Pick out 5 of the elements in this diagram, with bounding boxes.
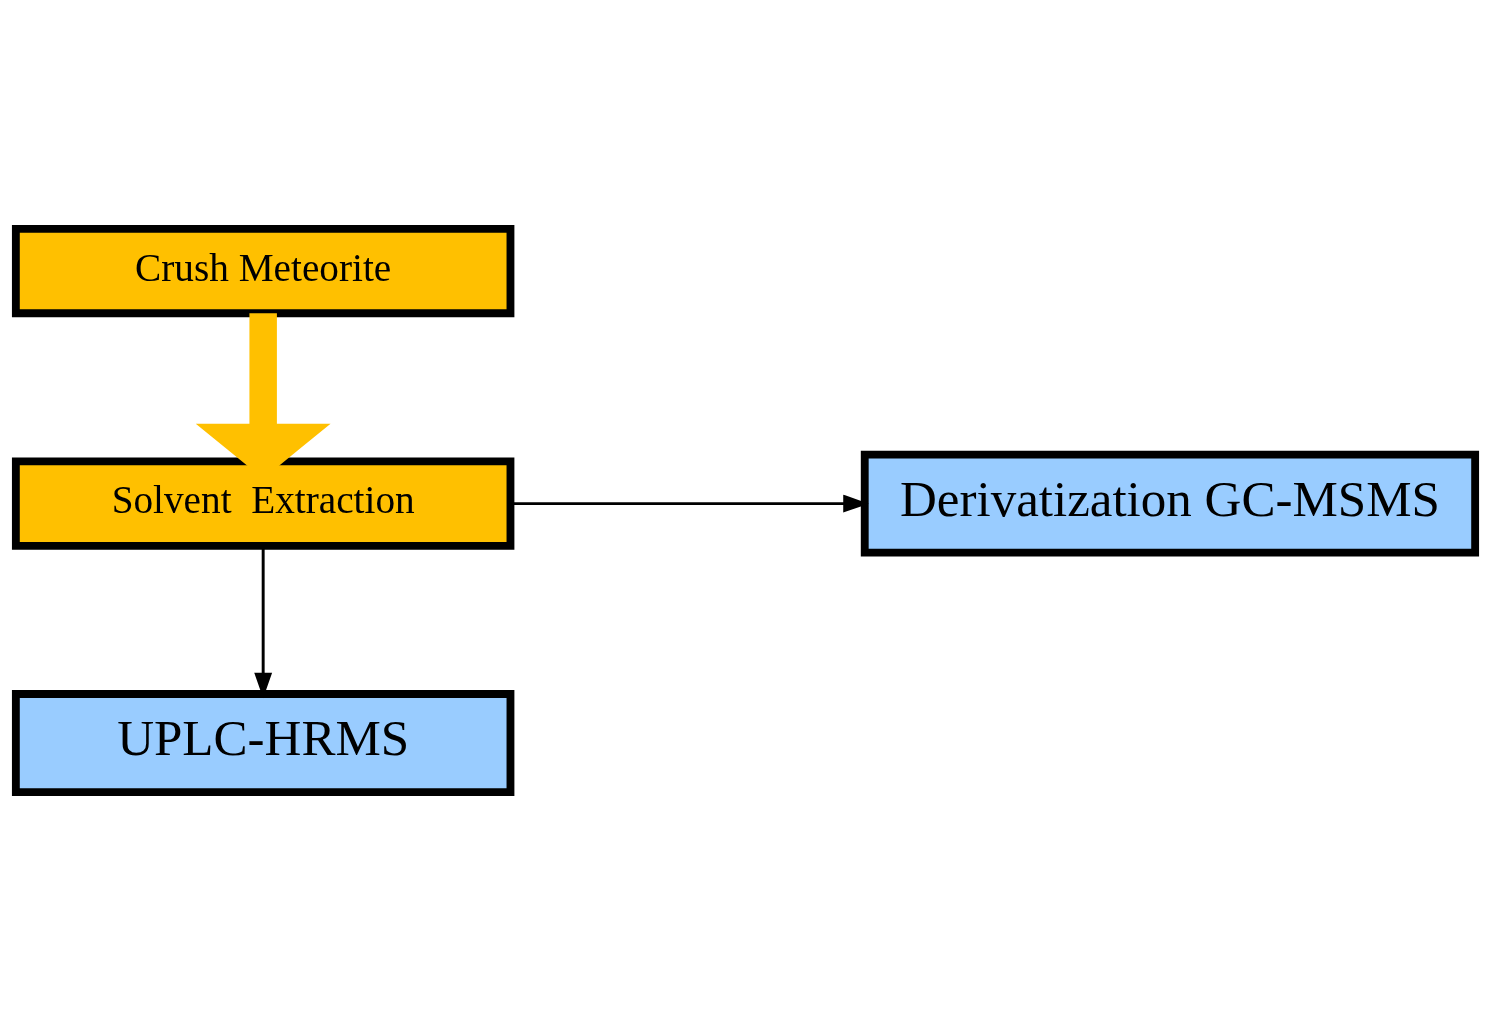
- arrow: [511, 494, 869, 513]
- node-box: Solvent Extraction: [11, 457, 515, 550]
- node-box: Crush Meteorite: [11, 224, 515, 318]
- node-box: UPLC-HRMS: [11, 690, 515, 797]
- node-box: Derivatization GC-MSMS: [860, 450, 1480, 557]
